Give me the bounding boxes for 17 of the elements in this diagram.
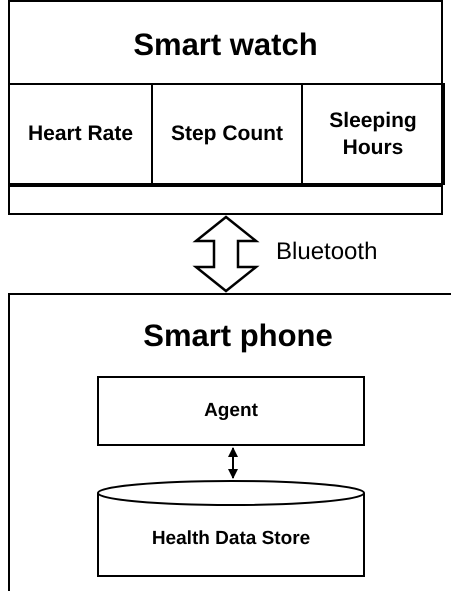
- device-title: Smart watch: [132, 26, 319, 64]
- device-frame: [8, 0, 443, 215]
- data-cell: [301, 83, 445, 185]
- data-cell: [151, 83, 303, 185]
- node-label: Health Data Store: [150, 526, 312, 551]
- node-label: Agent: [203, 398, 259, 423]
- node-label: Sleeping Hours: [328, 108, 418, 161]
- node-label: Heart Rate: [26, 121, 134, 148]
- device-title: Smart phone: [142, 317, 334, 355]
- data-cell: [8, 83, 153, 185]
- arrow: [228, 447, 238, 479]
- process-box: [97, 376, 365, 446]
- edge-label: Bluetooth: [276, 238, 378, 266]
- device-frame: [8, 293, 451, 591]
- block-arrow: [192, 215, 260, 293]
- node-label: Step Count: [170, 121, 284, 148]
- database-cylinder: [97, 480, 365, 576]
